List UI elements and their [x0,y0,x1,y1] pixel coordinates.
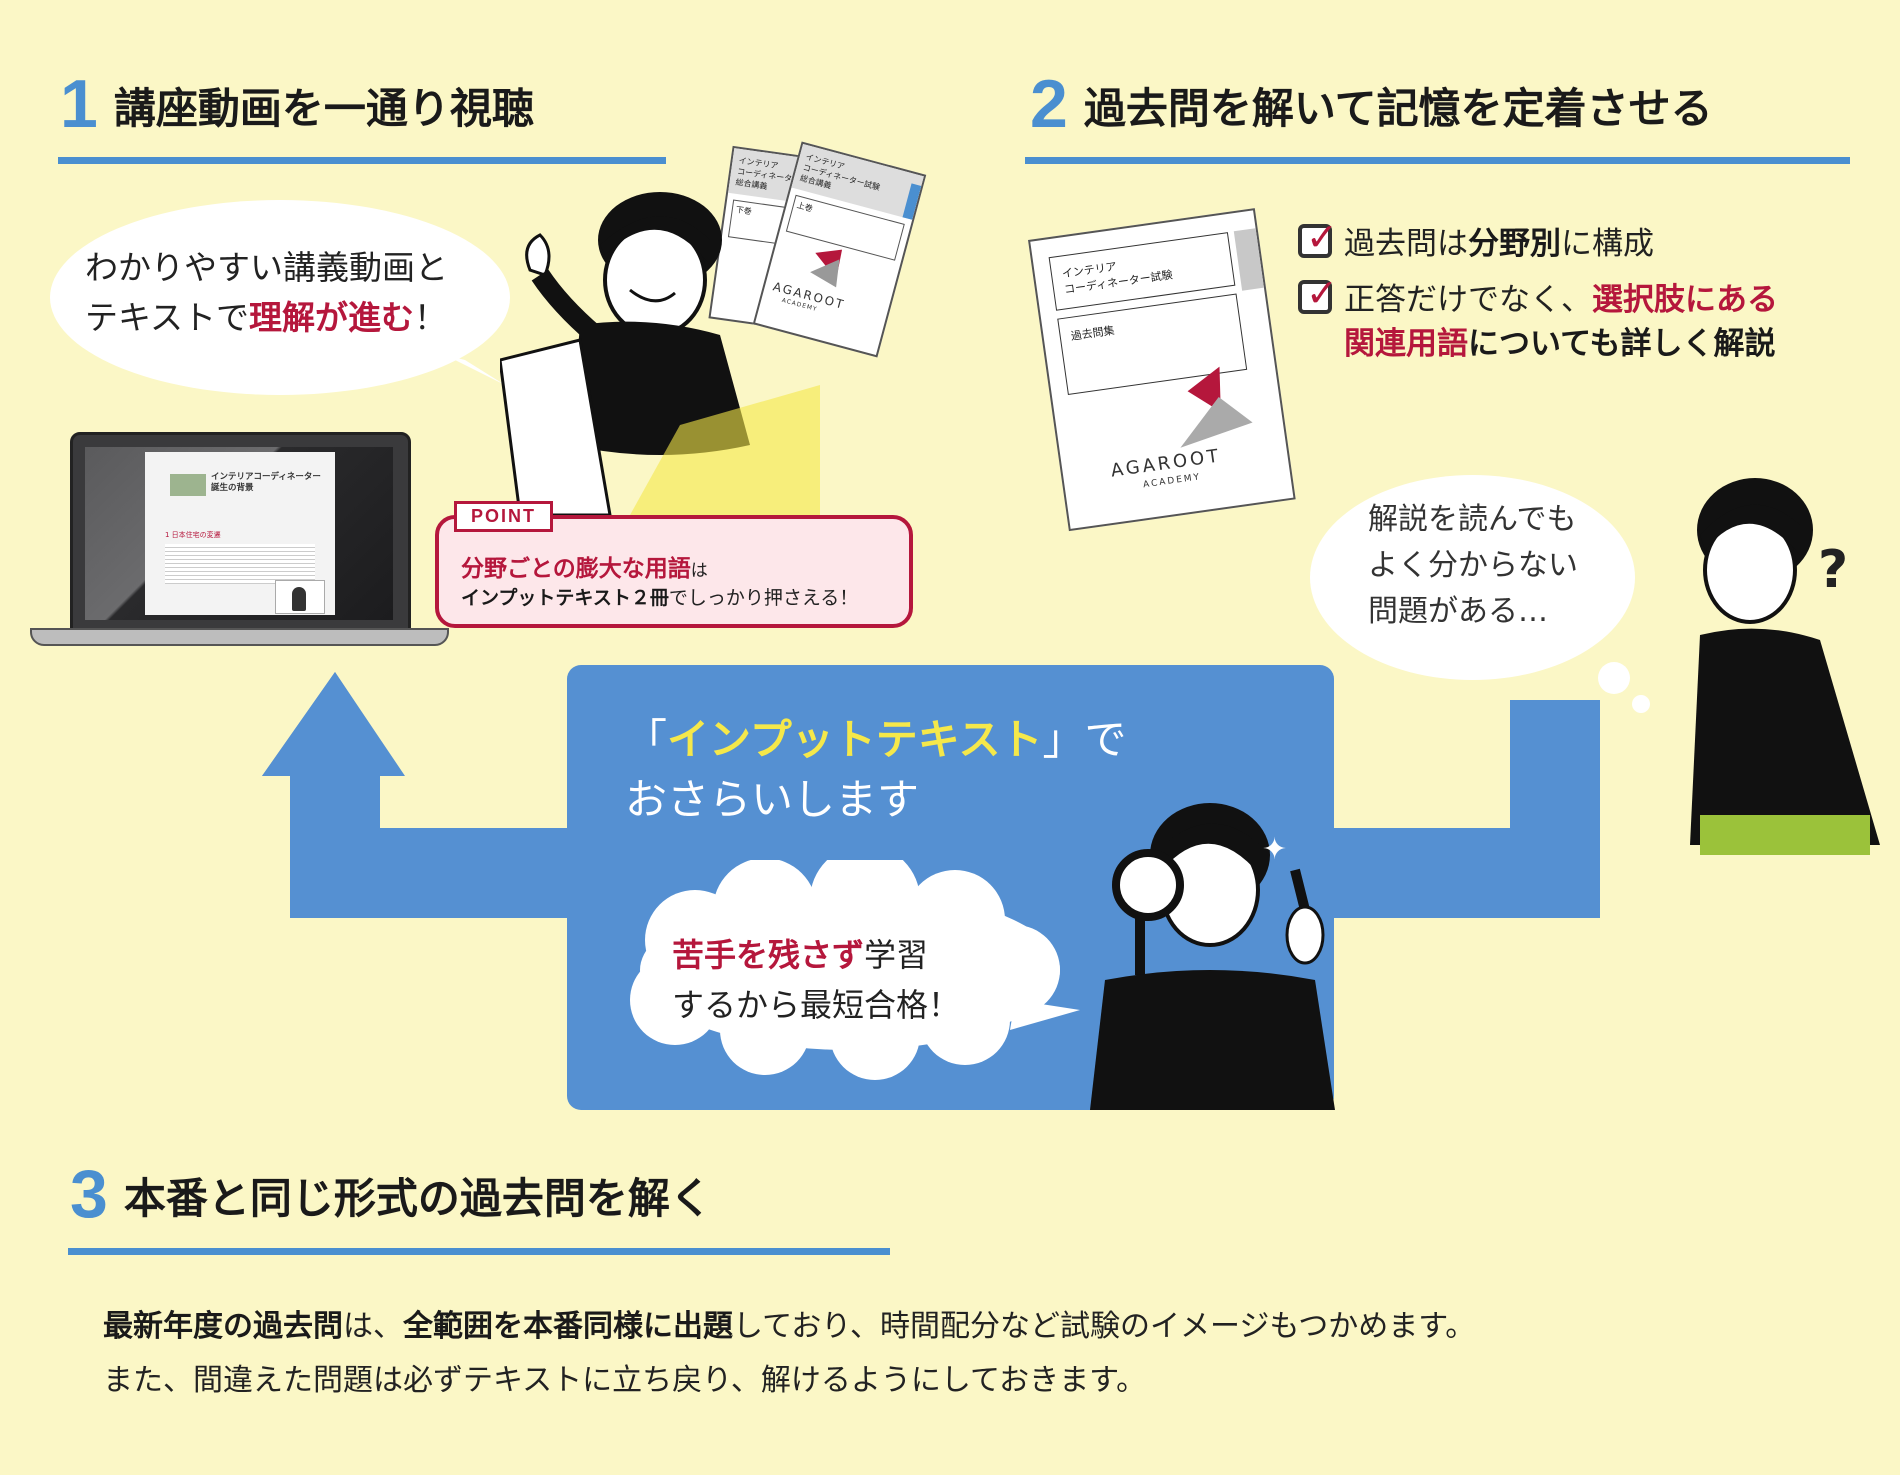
slide-image [170,474,206,496]
textbook-upper: インテリア コーディネーター試験 総合講義 上巻 AGAROOT ACADEMY [752,141,927,358]
step1-speech-bubble [50,200,510,395]
person-magnifier-illustration [1090,803,1335,1110]
cloud-bubble [630,860,1080,1080]
past-exam-book-logo [1180,366,1253,448]
person-studying-illustration [500,192,820,515]
point-tag: POINT [454,501,554,532]
checklist-item-1: ✓ 過去問は分野別に構成 [1298,218,1778,266]
checkbox-icon: ✓ [1298,274,1338,314]
laptop-screen-frame: インテリアコーディネーター 誕生の背景 1 日本住宅の変遷 [70,432,411,635]
step3-title: 本番と同じ形式の過去問を解く [123,1173,712,1223]
center-message: 「インプットテキスト」で おさらいします [625,710,1127,830]
laptop-display: インテリアコーディネーター 誕生の背景 1 日本住宅の変遷 [85,447,393,620]
thought-line3: 問題がある… [1368,594,1548,629]
center-line2: おさらいします [625,775,920,824]
point-callout: POINT 分野ごとの膨大な用語は インプットテキスト２冊でしっかり押さえる！ [435,501,913,628]
thought-line2: よく分からない [1368,548,1578,583]
textbook-logo-mark [810,249,843,288]
bubble-line1: わかりやすい講義動画と [85,248,448,287]
cloud-text: 苦手を残さず学習 するから最短合格！ [672,930,960,1030]
step3-number: 3 [70,1156,108,1232]
question-mark-icon: ? [1818,540,1849,600]
slide-page: インテリアコーディネーター 誕生の背景 1 日本住宅の変遷 [145,452,335,615]
step1-title: 講座動画を一通り視聴 [113,83,534,133]
cloud-line1: 苦手を残さず学習 [672,936,929,974]
step2-underline [1025,157,1850,164]
checkbox-icon: ✓ [1298,218,1338,258]
slide-heading: 1 日本住宅の変遷 [165,531,221,539]
laptop-base [30,628,449,646]
arrow-head [262,672,405,776]
cloud-line2: するから最短合格！ [672,986,961,1024]
sparkle-icon: ✦ [1262,832,1288,867]
lecturer-thumbnail [275,580,325,614]
step3-description: 最新年度の過去問は、全範囲を本番同様に出題しており、時間配分など試験のイメージも… [103,1300,1475,1408]
slide-text-lines [165,544,315,584]
thought-text: 解説を読んでも よく分からない 問題がある… [1368,497,1578,635]
step3-heading: 3 本番と同じ形式の過去問を解く [70,1160,712,1228]
thought-dot-large [1598,662,1630,694]
step2-title: 過去問を解いて記憶を定着させる [1083,83,1713,133]
center-line1: 「インプットテキスト」で [625,715,1127,764]
step1-heading: 1 講座動画を一通り視聴 [60,70,534,138]
bubble-line2: テキストで理解が進む！ [85,298,448,337]
step2-number: 2 [1030,66,1068,142]
step3-body-line1: 最新年度の過去問は、全範囲を本番同様に出題しており、時間配分など試験のイメージも… [103,1309,1476,1344]
bubble-tail [445,355,505,385]
step1-bubble-text: わかりやすい講義動画と テキストで理解が進む！ [85,243,448,343]
past-exam-book: インテリア コーディネーター試験 過去問集 AGAROOT ACADEMY [1028,208,1296,532]
step1-number: 1 [60,66,98,142]
step3-underline [68,1248,890,1255]
person-confused-illustration [1690,478,1880,855]
step1-underline [58,157,666,164]
slide-title: インテリアコーディネーター 誕生の背景 [211,472,321,493]
thought-bubble [1310,475,1635,680]
point-line1: 分野ごとの膨大な用語は [461,556,708,582]
step2-heading: 2 過去問を解いて記憶を定着させる [1030,70,1713,138]
step3-body-line2: また、間違えた問題は必ずテキストに立ち戻り、解けるようにしておきます。 [103,1363,1147,1398]
checklist-item-2: ✓ 正答だけでなく、選択肢にある関連用語についても詳しく解説 [1298,274,1778,366]
thought-dot-small [1632,695,1650,713]
step2-checklist: ✓ 過去問は分野別に構成 ✓ 正答だけでなく、選択肢にある関連用語についても詳し… [1298,218,1778,378]
thought-line1: 解説を読んでも [1368,502,1577,537]
point-line2: インプットテキスト２冊でしっかり押さえる！ [461,587,859,609]
